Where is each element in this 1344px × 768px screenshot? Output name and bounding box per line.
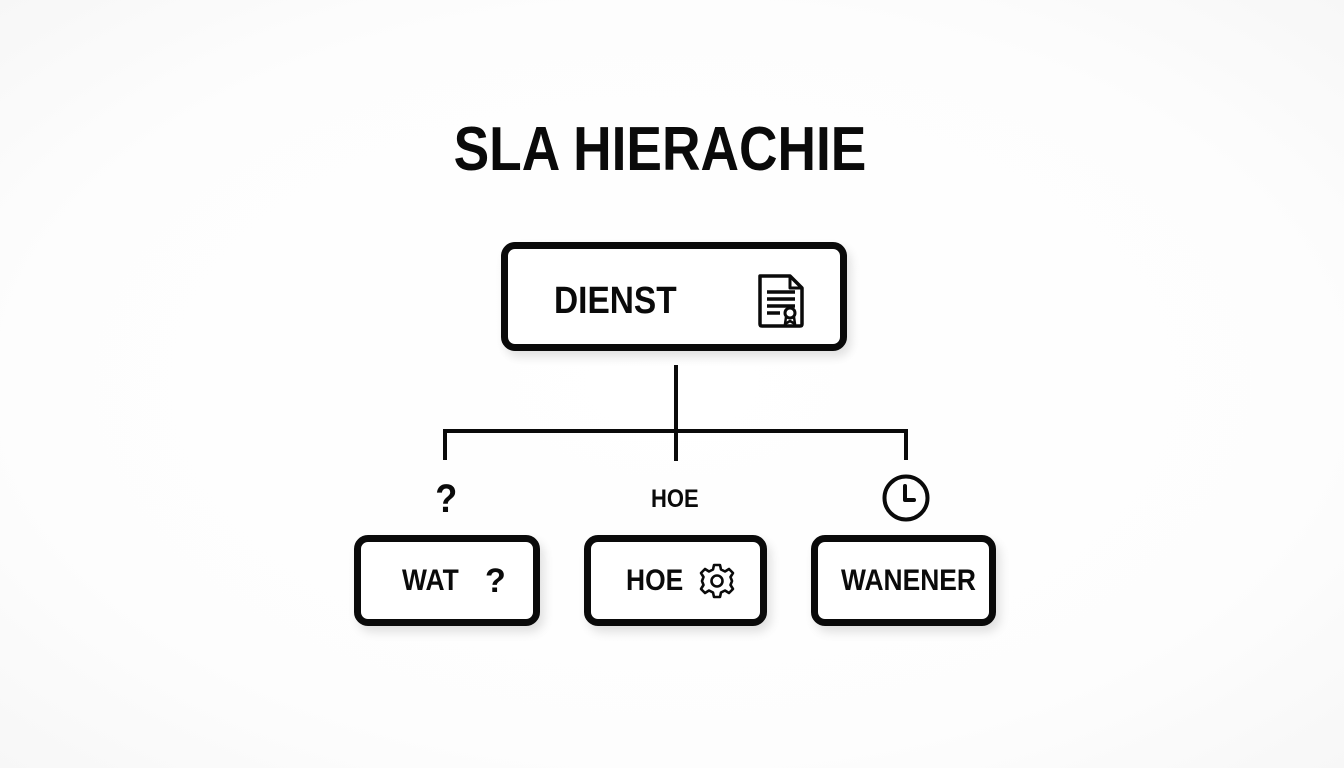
gear-icon [699, 563, 735, 599]
question-mark-icon: ? [485, 562, 506, 600]
root-node-dienst: DIENST [501, 242, 847, 351]
child-node-hoe: HOE [584, 535, 767, 626]
child-node-wat: WAT ? [354, 535, 540, 626]
question-mark-icon: ? [435, 477, 458, 521]
child-node-label: WAT [402, 564, 459, 597]
child-node-wanener: WANENER [811, 535, 996, 626]
connector-drop-right [904, 429, 908, 460]
connector-stem [674, 365, 678, 461]
child-node-label: HOE [626, 564, 684, 597]
diagram-title: SLA HIERACHIE [453, 115, 867, 184]
certificate-document-icon [758, 274, 804, 328]
connector-horizontal-bar [443, 429, 908, 433]
clock-icon [882, 474, 930, 522]
child-node-label: WANENER [841, 564, 976, 597]
connector-label-hoe: HOE [651, 485, 699, 513]
root-node-label: DIENST [554, 280, 677, 322]
connector-drop-left [443, 429, 447, 460]
